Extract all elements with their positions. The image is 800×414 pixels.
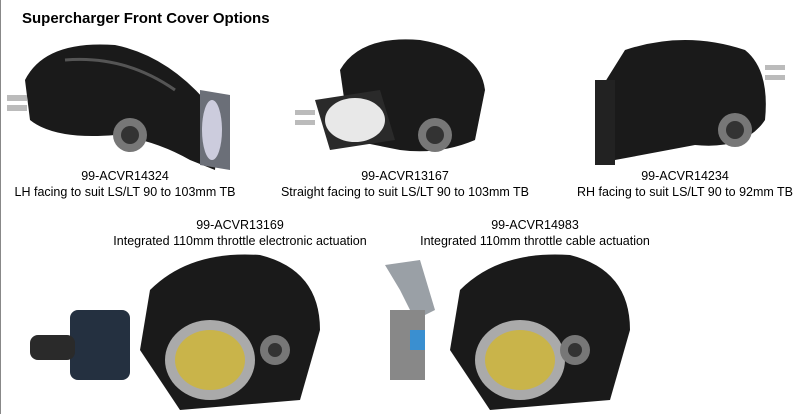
product-image-lh-cover	[7, 44, 230, 170]
product-image-rh-cover	[595, 40, 785, 165]
product-description: Straight facing to suit LS/LT 90 to 103m…	[280, 185, 530, 199]
page-title: Supercharger Front Cover Options	[22, 10, 270, 27]
product-description: RH facing to suit LS/LT 90 to 92mm TB	[576, 185, 794, 199]
product-image-electronic-throttle-cover	[30, 254, 320, 410]
product-description: Integrated 110mm throttle cable actuatio…	[420, 234, 650, 248]
product-image-straight-cover	[295, 39, 485, 152]
product-part-number: 99-ACVR14983	[491, 218, 579, 232]
product-part-number: 99-ACVR13167	[361, 169, 449, 183]
product-part-number: 99-ACVR14234	[641, 169, 729, 183]
product-part-number: 99-ACVR14324	[81, 169, 169, 183]
product-description: LH facing to suit LS/LT 90 to 103mm TB	[14, 185, 236, 199]
page-border	[0, 0, 1, 414]
product-description: Integrated 110mm throttle electronic act…	[113, 234, 367, 248]
product-part-number: 99-ACVR13169	[196, 218, 284, 232]
product-image-cable-throttle-cover	[385, 254, 630, 410]
